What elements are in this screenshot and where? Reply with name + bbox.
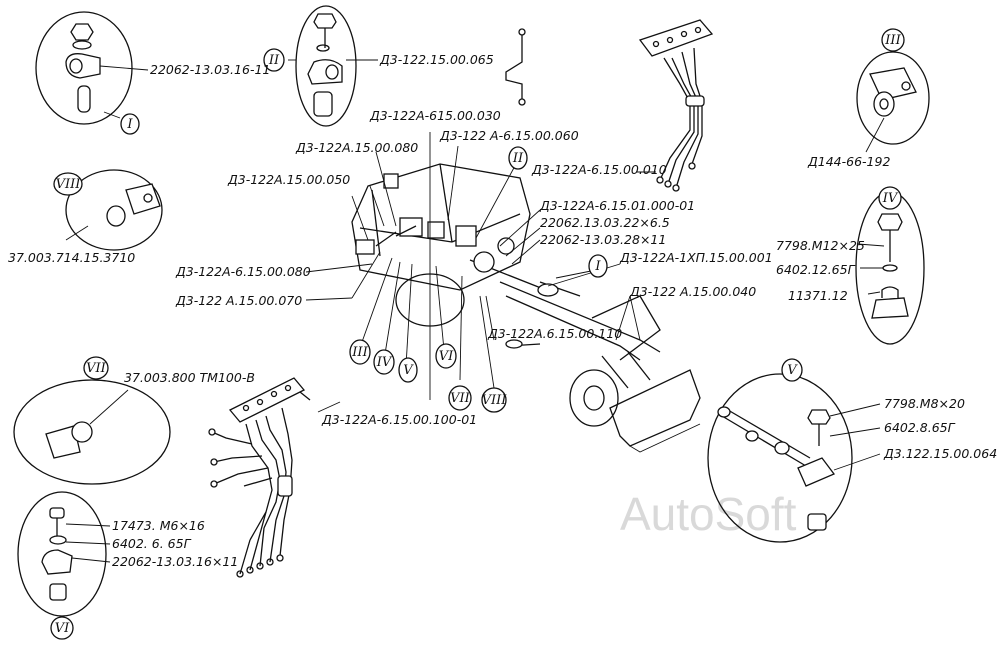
detail-VI <box>17 491 111 617</box>
label-6402-12-65g: 6402.12.65Г <box>776 262 856 277</box>
callout-III-b <box>349 339 371 365</box>
top-harness <box>505 19 714 192</box>
callout-III-a <box>881 28 905 52</box>
label-6402-8-65g: 6402.8.65Г <box>884 420 956 435</box>
callout-I-a-text: I <box>126 117 133 132</box>
watermark: AutoSoft <box>620 488 797 540</box>
detail-IV <box>855 191 925 345</box>
callout-III-b-text: III <box>351 345 368 360</box>
label-d3-122a-6-15-00-060: Д3-122 А-6.15.00.060 <box>439 128 579 143</box>
callout-VIII-a <box>53 172 83 196</box>
callout-VII-a <box>83 356 109 380</box>
label-6402-6-65g: 6402. 6. 65Г <box>112 536 192 551</box>
callout-VII-b-text: VII <box>450 391 471 406</box>
label-11371-12: 11371.12 <box>788 288 848 303</box>
callout-VI-b-text: VI <box>439 349 454 364</box>
callout-V-b-text: V <box>403 363 414 378</box>
detail-III <box>856 51 930 153</box>
callout-I-a <box>120 113 140 135</box>
callout-I-b-text: I <box>594 259 601 274</box>
label-22062-13-03-16x11: 22062-13.03.16×11 <box>112 554 238 569</box>
label-37-003-714-15-3710: 37.003.714.15.3710 <box>8 250 135 265</box>
label-d3-122a-6-15-00-010: Д3-122А-6.15.00.010 <box>531 162 667 177</box>
detail-VIII <box>65 169 163 251</box>
part-labels: 22062-13.03.16-11 Д3-122.15.00.065 Д3-12… <box>8 52 997 569</box>
callouts: I II III VIII IV VII V VI II I III IV V … <box>50 28 905 640</box>
detail-VII <box>13 379 171 485</box>
label-22062-13-03-28x11: 22062-13.03.28×11 <box>540 232 666 247</box>
detail-I <box>35 11 149 125</box>
detail-II <box>288 5 378 127</box>
callout-II-b <box>508 146 528 170</box>
label-d3-122a-615-00-030: Д3-122А-615.00.030 <box>369 108 501 123</box>
label-d3-122a-15-00-070: Д3-122 А.15.00.070 <box>175 293 302 308</box>
label-7798-m12x25: 7798.М12×25 <box>776 238 865 253</box>
label-7798-m8x20: 7798.М8×20 <box>884 396 965 411</box>
callout-VI-b <box>435 343 457 369</box>
detail-V <box>707 373 881 543</box>
callout-IV-b <box>373 349 395 375</box>
callout-IV-a <box>878 186 902 210</box>
callout-VI-a-text: VI <box>55 621 70 636</box>
callout-IV-b-text: IV <box>376 355 393 370</box>
callout-VIII-b-text: VIII <box>482 393 508 408</box>
callout-V-a <box>781 358 803 382</box>
label-d3-122a-15-00-080: Д3-122А.15.00.080 <box>295 140 418 155</box>
label-d3-122a-6-15-01-000-01: Д3-122А-6.15.01.000-01 <box>539 198 695 213</box>
label-d3-122a-15-00-050: Д3-122А.15.00.050 <box>227 172 350 187</box>
leader-lines <box>305 132 656 413</box>
callout-VIII-b <box>481 387 507 413</box>
callout-V-b <box>398 357 418 383</box>
callout-VI-a <box>50 616 74 640</box>
label-d3-122a-6-15-00-100-01: Д3-122А-6.15.00.100-01 <box>321 412 477 427</box>
callout-II-a <box>263 48 285 72</box>
label-d3-122a-6-15-00-110: Д3-122А.6.15.00.110 <box>487 326 622 341</box>
label-d3-122-15-00-064: Д3.122.15.00.064 <box>883 446 997 461</box>
label-17473-m6x16: 17473. М6×16 <box>112 518 205 533</box>
label-d3-122-15-00-065: Д3-122.15.00.065 <box>379 52 494 67</box>
callout-VII-a-text: VII <box>86 361 107 376</box>
bottom-harness <box>208 377 311 578</box>
label-22062-13-03-16-11: 22062-13.03.16-11 <box>150 62 270 77</box>
callout-I-b <box>588 254 608 278</box>
label-d3-122a-6-15-00-080: Д3-122А-6.15.00.080 <box>175 264 311 279</box>
callout-V-a-text: V <box>787 363 798 378</box>
callout-III-a-text: III <box>884 33 901 48</box>
label-d144-66-192: Д144-66-192 <box>807 154 890 169</box>
label-d3-122a-15-00-040: Д3-122 А.15.00.040 <box>629 284 756 299</box>
callout-II-b-text: II <box>512 151 524 166</box>
label-d3-122a-1xp-15-00-001: Д3-122А-1ХП.15.00.001 <box>619 250 773 265</box>
machine-body <box>351 163 701 453</box>
label-37-003-800-tm100-v: 37.003.800 ТМ100-В <box>124 370 255 385</box>
callout-II-a-text: II <box>268 53 280 68</box>
callout-VII-b <box>448 385 472 411</box>
callout-IV-a-text: IV <box>882 191 899 206</box>
callout-VIII-a-text: VIII <box>56 177 82 192</box>
label-22062-13-03-22x6-5: 22062.13.03.22×6.5 <box>540 215 670 230</box>
